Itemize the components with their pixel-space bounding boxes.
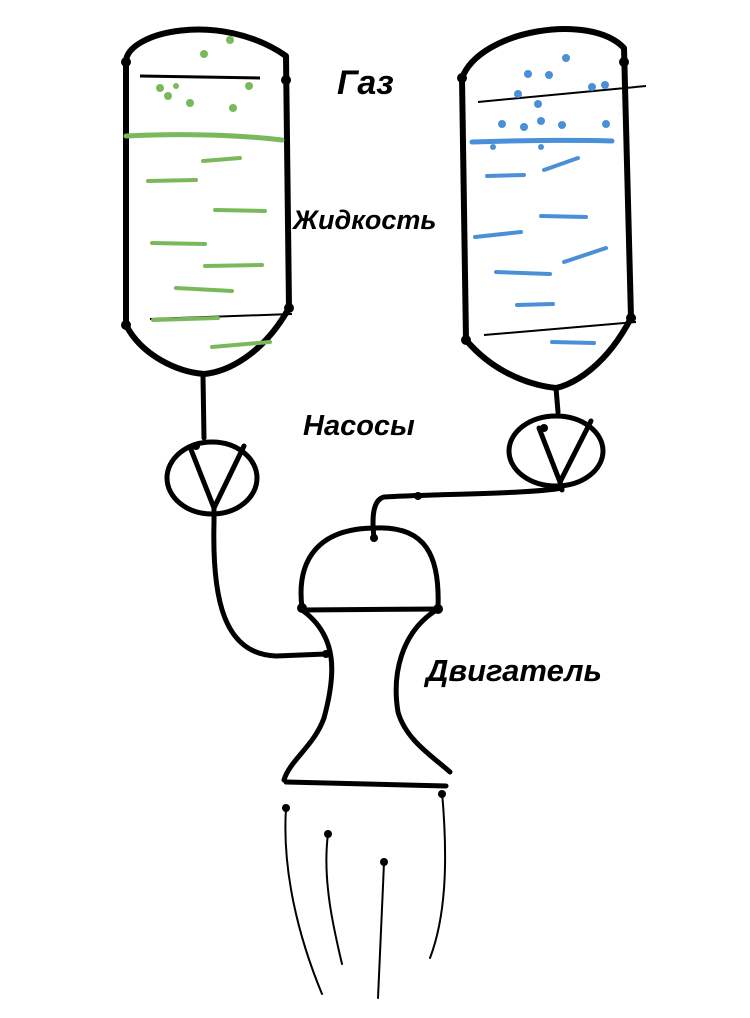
left-feed-line <box>211 519 329 659</box>
engine-label: Двигатель <box>426 653 602 688</box>
right-tank-liquid-dashes <box>473 156 608 345</box>
left-tank-outline <box>123 26 292 377</box>
left-tank-liquid-dashes <box>146 156 272 349</box>
exhaust-plume <box>284 791 447 999</box>
engine-throat <box>281 606 453 783</box>
left-pump <box>164 373 260 525</box>
engine-nozzle-exit <box>283 779 449 789</box>
right-tank-bottom-line <box>483 321 637 336</box>
right-tank-outline <box>459 26 634 391</box>
liquid-label: Жидкость <box>293 205 437 235</box>
left-tank <box>123 26 293 377</box>
right-tank <box>459 26 647 391</box>
right-tank-gas-line <box>477 85 647 103</box>
right-tank-gas-bubbles <box>490 54 610 150</box>
pumps-label: Насосы <box>303 410 415 442</box>
gas-label: Газ <box>337 64 394 102</box>
right-pump <box>506 385 606 493</box>
joint-dots <box>121 57 636 866</box>
engine <box>281 525 453 789</box>
left-tank-gas-bubbles <box>156 36 253 112</box>
right-tank-liquid-surface <box>469 137 615 145</box>
feed-lines <box>211 485 565 659</box>
left-tank-gas-line <box>139 74 261 80</box>
right-feed-line <box>370 485 565 541</box>
engine-dome <box>298 525 441 611</box>
left-tank-liquid-surface <box>123 132 285 143</box>
engine-injector-line <box>299 606 441 613</box>
